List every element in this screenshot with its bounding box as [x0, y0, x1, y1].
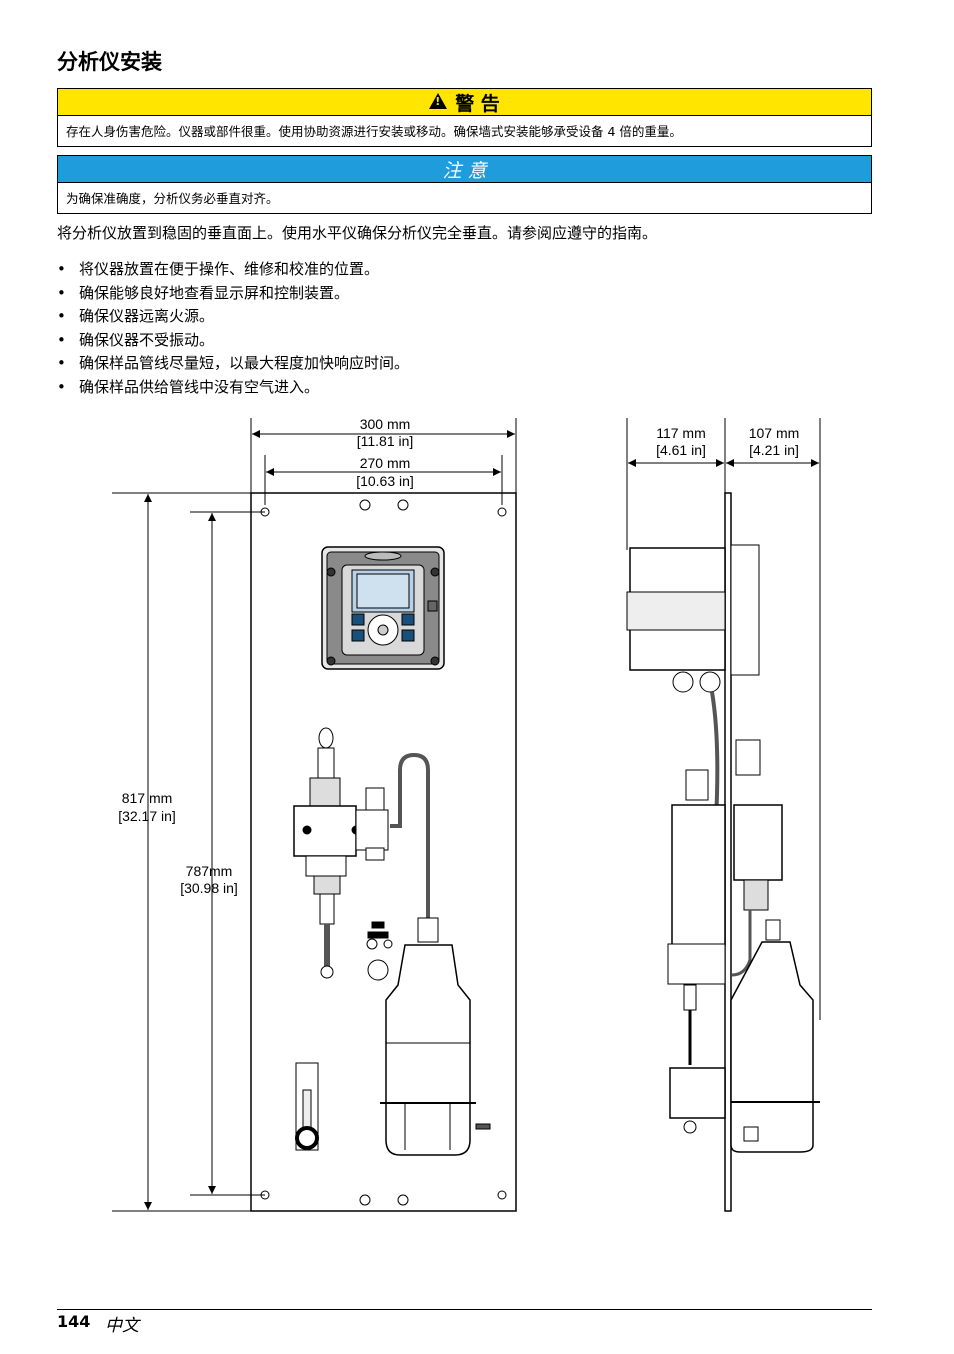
notice-header: 注 意: [58, 156, 871, 183]
sample-bottle: [380, 917, 491, 1156]
warning-header: 警 告: [58, 89, 871, 116]
list-item: 将仪器放置在便于操作、维修和校准的位置。: [57, 258, 409, 282]
notice-text: 为确保准确度，分析仪务必垂直对齐。: [66, 191, 279, 206]
flow-meter: [295, 1062, 319, 1151]
warning-triangle-icon: [429, 93, 448, 109]
notice-heading: 注 意: [442, 159, 487, 182]
page-language: 中文: [105, 1316, 139, 1336]
front-panel: [250, 492, 517, 1212]
depth-front-in-label: [4.61 in]: [656, 442, 706, 458]
height-outer-in-label: [32.17 in]: [118, 808, 176, 824]
list-item: 确保样品供给管线中没有空气进入。: [57, 376, 409, 400]
depth-back-mm-label: 107 mm: [749, 425, 800, 441]
warning-box: 警 告 存在人身伤害危险。仪器或部件很重。使用协助资源进行安装或移动。确保墙式安…: [57, 88, 872, 147]
depth-front-mm-label: 117 mm: [656, 425, 706, 441]
side-view: [626, 492, 820, 1212]
footer-rule: [57, 1309, 872, 1310]
depth-back-in-label: [4.21 in]: [749, 442, 799, 458]
notice-box: 注 意 为确保准确度，分析仪务必垂直对齐。: [57, 155, 872, 214]
page-title: 分析仪安装: [57, 50, 162, 74]
width-outer-in-label: [11.81 in]: [357, 433, 414, 449]
width-inner-mm-label: 270 mm: [360, 455, 411, 471]
intro-paragraph: 将分析仪放置到稳固的垂直面上。使用水平仪确保分析仪完全垂直。请参阅应遵守的指南。: [57, 224, 658, 242]
page-number: 144: [57, 1312, 91, 1331]
height-inner-in-label: [30.98 in]: [180, 880, 238, 896]
list-item: 确保仪器不受振动。: [57, 329, 409, 353]
list-item: 确保能够良好地查看显示屏和控制装置。: [57, 282, 409, 306]
electrode-assembly: [293, 727, 430, 979]
width-inner-in-label: [10.63 in]: [356, 473, 414, 489]
guideline-list: 将仪器放置在便于操作、维修和校准的位置。 确保能够良好地查看显示屏和控制装置。 …: [57, 258, 409, 400]
height-inner-mm-label: 787mm: [186, 863, 233, 879]
warning-heading: 警 告: [455, 92, 500, 115]
width-outer-mm-label: 300 mm: [360, 416, 411, 432]
valve-assembly: [366, 921, 393, 981]
height-outer-mm-label: 817 mm: [122, 790, 173, 806]
list-item: 确保样品管线尽量短，以最大程度加快响应时间。: [57, 352, 409, 376]
controller-unit: [321, 546, 445, 670]
warning-text: 存在人身伤害危险。仪器或部件很重。使用协助资源进行安装或移动。确保墙式安装能够承…: [66, 124, 682, 139]
list-item: 确保仪器远离火源。: [57, 305, 409, 329]
